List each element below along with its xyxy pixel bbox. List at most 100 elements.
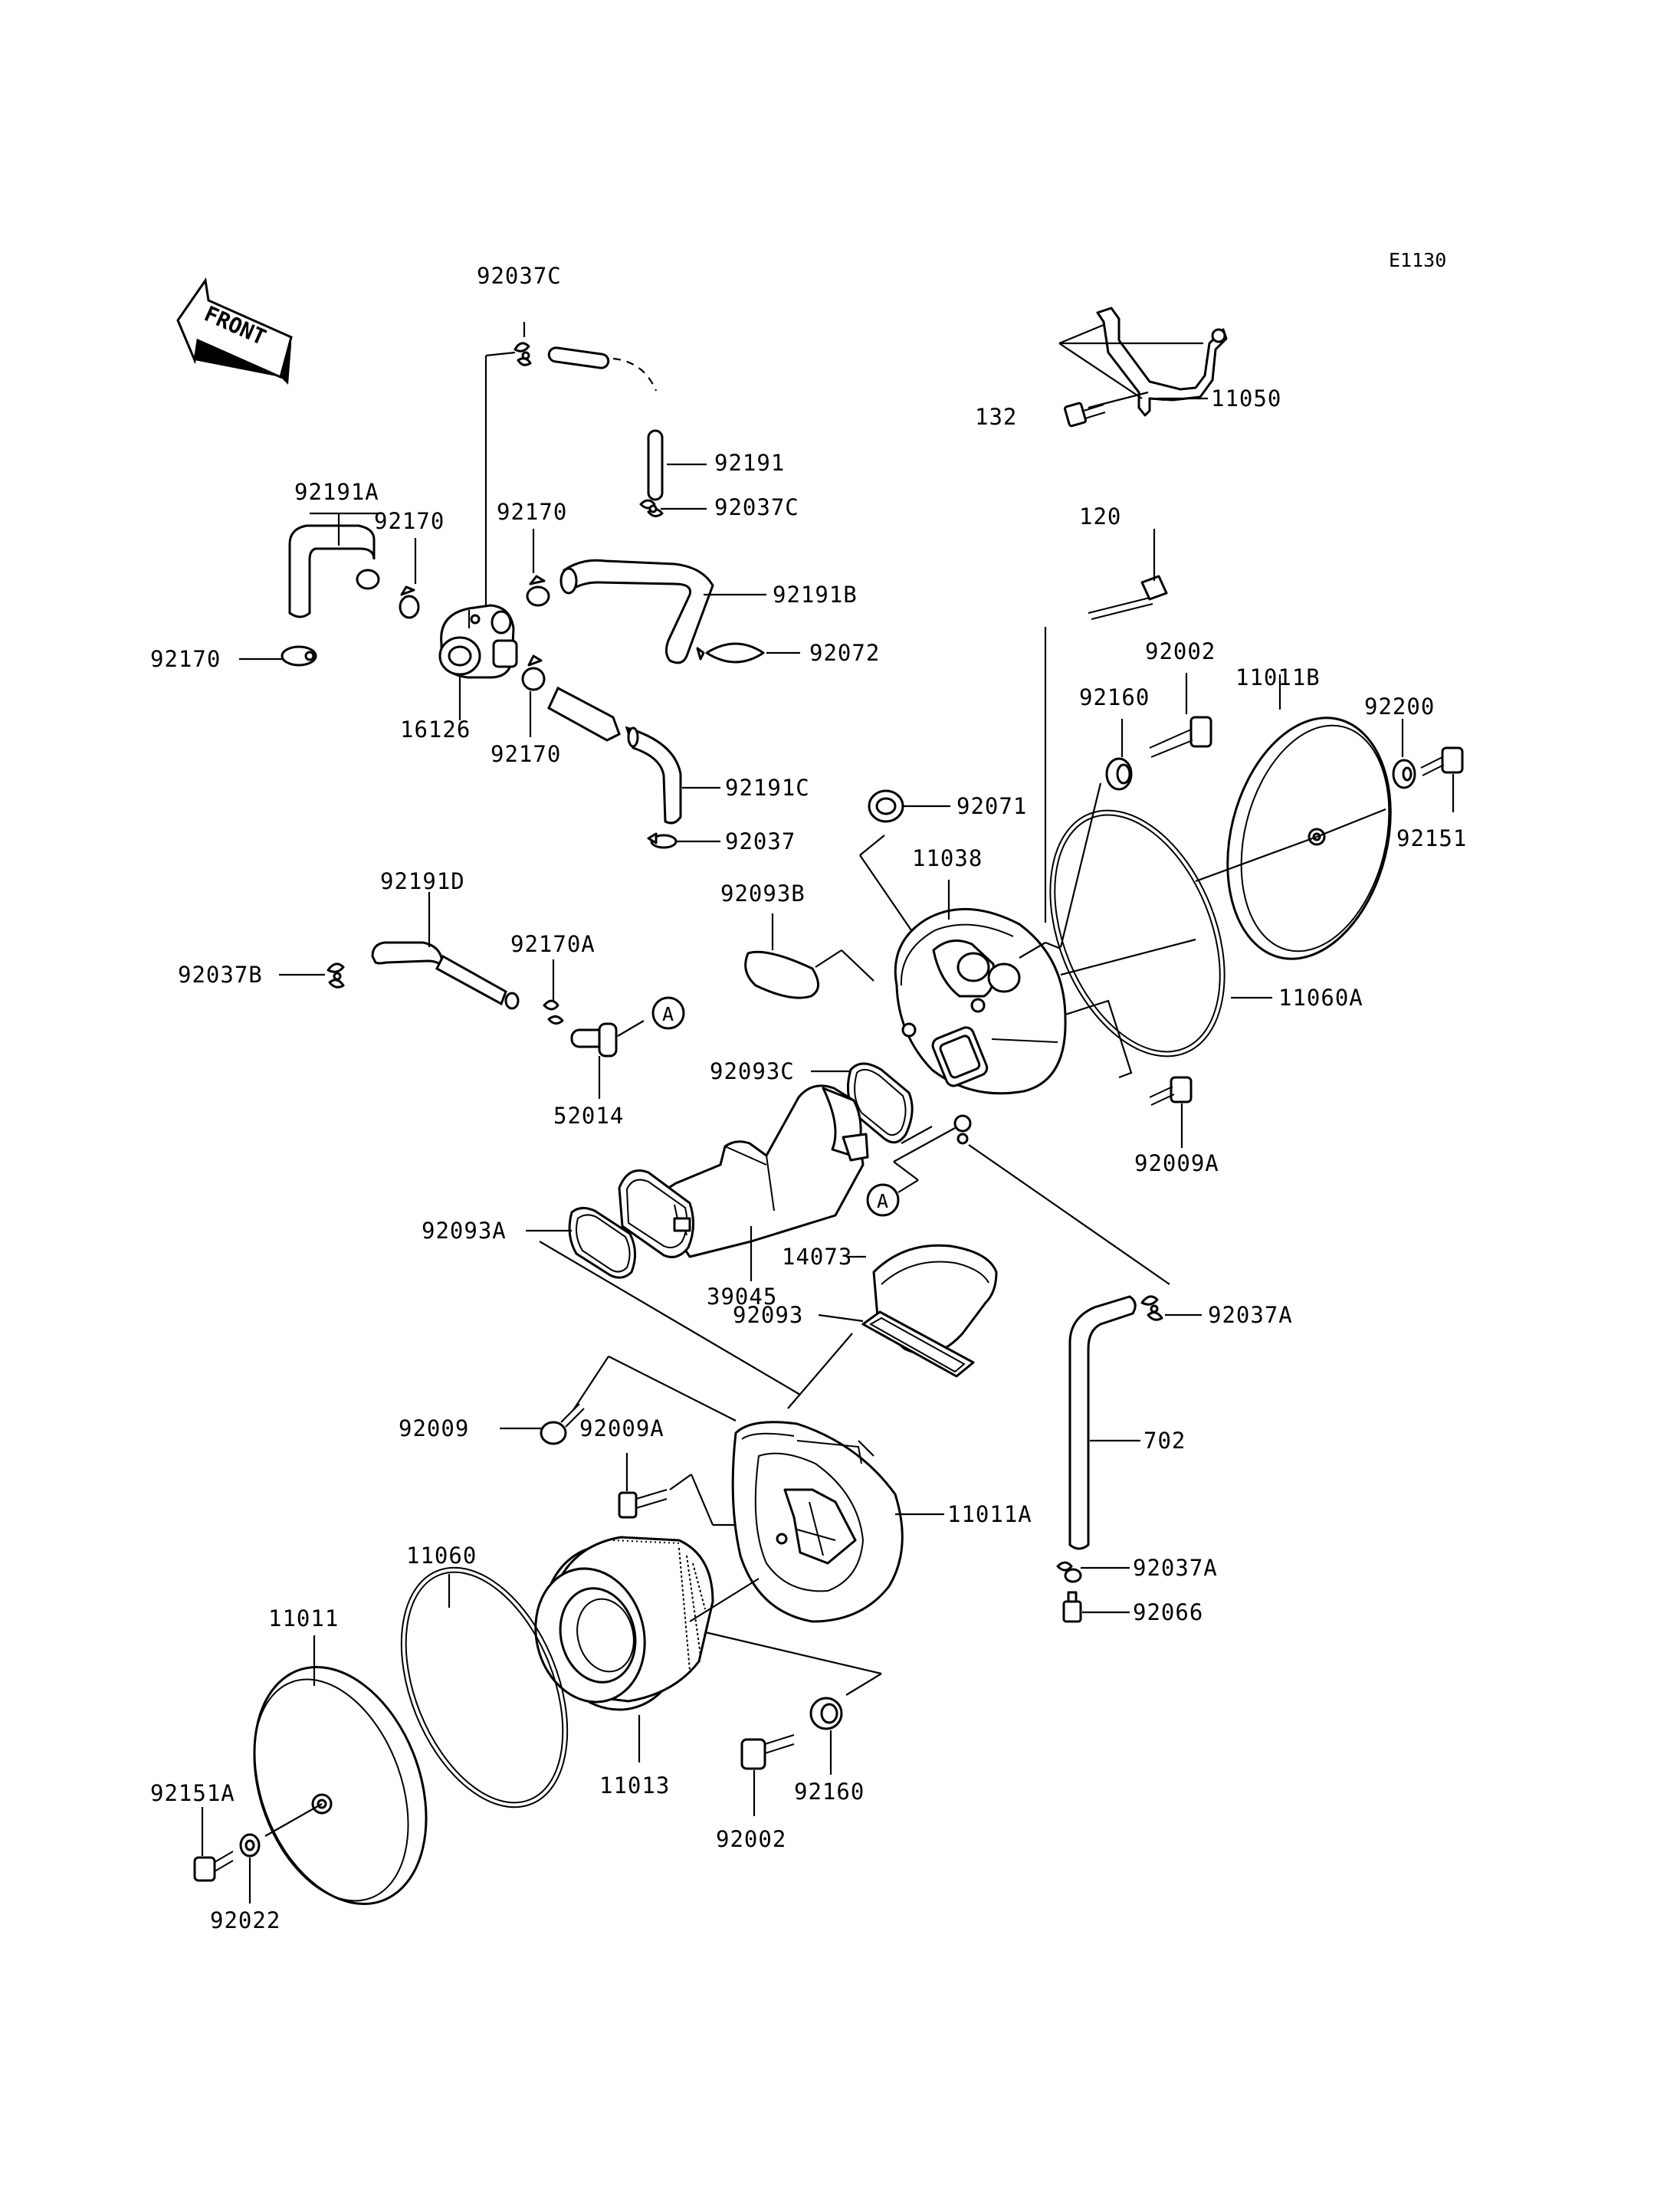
gasket-92093b	[744, 950, 819, 999]
washer-92200	[1392, 759, 1416, 789]
label-16126: 16126	[400, 716, 471, 743]
label-92009a-lower: 92009A	[579, 1415, 664, 1441]
backplate-11011a	[731, 1421, 904, 1623]
bracket-11050	[1058, 307, 1228, 417]
bolt-92002-upper	[1149, 716, 1212, 758]
duct-39045	[618, 1084, 869, 1258]
label-92191d: 92191D	[380, 868, 465, 894]
elbow-52014	[570, 1022, 618, 1058]
bolt-92002-lower	[740, 1734, 795, 1770]
hose-92191a	[288, 524, 380, 618]
label-11050: 11050	[1211, 385, 1281, 412]
label-92093a: 92093A	[422, 1218, 507, 1244]
clamp-92037c-top	[514, 342, 532, 366]
label-92037c-mid: 92037C	[714, 494, 799, 520]
label-92093b: 92093B	[720, 880, 806, 907]
hose-92191d	[371, 941, 520, 1010]
label-11013: 11013	[599, 1772, 670, 1799]
label-92170a: 92170A	[510, 931, 596, 957]
label-92072: 92072	[809, 640, 880, 666]
label-92071: 92071	[956, 793, 1027, 819]
ref-marker-a-lower-label: A	[877, 1190, 889, 1212]
label-92191: 92191	[714, 450, 785, 476]
label-92170-a: 92170	[374, 508, 445, 534]
label-92037: 92037	[725, 828, 796, 854]
label-92009a-right: 92009A	[1134, 1150, 1219, 1176]
gasket-11060	[400, 1566, 569, 1808]
label-92093: 92093	[733, 1302, 803, 1328]
label-92037c-top: 92037C	[477, 263, 562, 289]
label-92191c: 92191C	[725, 775, 810, 801]
label-39045: 39045	[707, 1284, 777, 1310]
bolt-92009a-lower	[618, 1489, 668, 1519]
label-11060: 11060	[406, 1543, 477, 1569]
filter-11013	[534, 1536, 714, 1711]
label-92002-lower: 92002	[716, 1826, 786, 1852]
label-92009: 92009	[399, 1415, 469, 1441]
clamp-92170-a	[399, 585, 420, 619]
label-92191b: 92191B	[773, 582, 858, 608]
fitting-92066	[1062, 1591, 1082, 1623]
label-92151: 92151	[1396, 825, 1467, 851]
hose-702	[1068, 1295, 1137, 1550]
clamp-92072	[696, 642, 765, 664]
label-132: 132	[975, 404, 1017, 430]
cover-11011b	[1226, 716, 1392, 960]
label-11060a: 11060A	[1278, 985, 1363, 1011]
label-92093c: 92093C	[710, 1058, 795, 1084]
diagram-code: E1130	[1389, 249, 1446, 271]
label-14073: 14073	[782, 1244, 852, 1270]
label-92160-upper: 92160	[1079, 684, 1150, 710]
label-52014: 52014	[553, 1103, 624, 1129]
label-92160-lower: 92160	[794, 1779, 865, 1805]
grommet-92160-upper	[1105, 757, 1133, 791]
clamp-92170-c	[281, 645, 317, 667]
bolt-132	[1064, 402, 1106, 428]
bolt-92009	[540, 1403, 585, 1445]
label-92191a: 92191A	[294, 479, 379, 505]
label-92037a-lower: 92037A	[1133, 1555, 1218, 1581]
label-92022: 92022	[210, 1907, 281, 1933]
label-92200: 92200	[1364, 694, 1435, 720]
label-92066: 92066	[1133, 1599, 1203, 1625]
clamp-92037	[647, 832, 678, 849]
clamp-92037a-upper	[1140, 1295, 1163, 1321]
clamp-92037c-mid	[639, 499, 664, 517]
ref-marker-a-upper-label: A	[662, 1003, 674, 1025]
label-92037a-upper: 92037A	[1208, 1302, 1293, 1328]
label-11038: 11038	[912, 845, 983, 871]
label-92170-c: 92170	[150, 646, 221, 672]
valve-16126	[438, 604, 518, 679]
clamp-92170a	[543, 999, 564, 1025]
washer-92022	[239, 1833, 261, 1858]
label-11011: 11011	[268, 1605, 339, 1631]
grommet-92160-lower	[809, 1697, 843, 1730]
gasket-92093	[861, 1310, 975, 1378]
label-92002-upper: 92002	[1145, 638, 1216, 664]
clamp-92170-b	[526, 575, 550, 607]
label-11011b: 11011B	[1235, 664, 1321, 690]
gasket-11060a	[1049, 809, 1226, 1058]
bolt-120	[1088, 575, 1168, 620]
label-11011a: 11011A	[947, 1501, 1032, 1527]
hose-92191	[547, 346, 664, 501]
bolt-92009a-right	[1149, 1076, 1193, 1106]
gasket-92093a	[568, 1207, 636, 1279]
bolt-92151a	[193, 1851, 234, 1882]
label-92170-b: 92170	[497, 499, 567, 525]
label-120: 120	[1079, 503, 1121, 530]
cover-11011	[253, 1665, 428, 1906]
grommet-92071	[868, 789, 904, 823]
fitting-near-a	[953, 1114, 972, 1145]
label-92170-d: 92170	[491, 741, 561, 767]
hose-92191c	[547, 686, 682, 825]
hose-92191b	[559, 559, 714, 664]
clamp-92170-d	[521, 654, 546, 691]
housing-11038	[894, 907, 1067, 1095]
ref-marker-a-lower: A	[866, 1183, 900, 1217]
label-92037b: 92037B	[178, 962, 263, 988]
label-702: 702	[1144, 1428, 1186, 1454]
clamp-92037b	[326, 962, 345, 989]
ref-marker-a-upper: A	[651, 996, 685, 1030]
